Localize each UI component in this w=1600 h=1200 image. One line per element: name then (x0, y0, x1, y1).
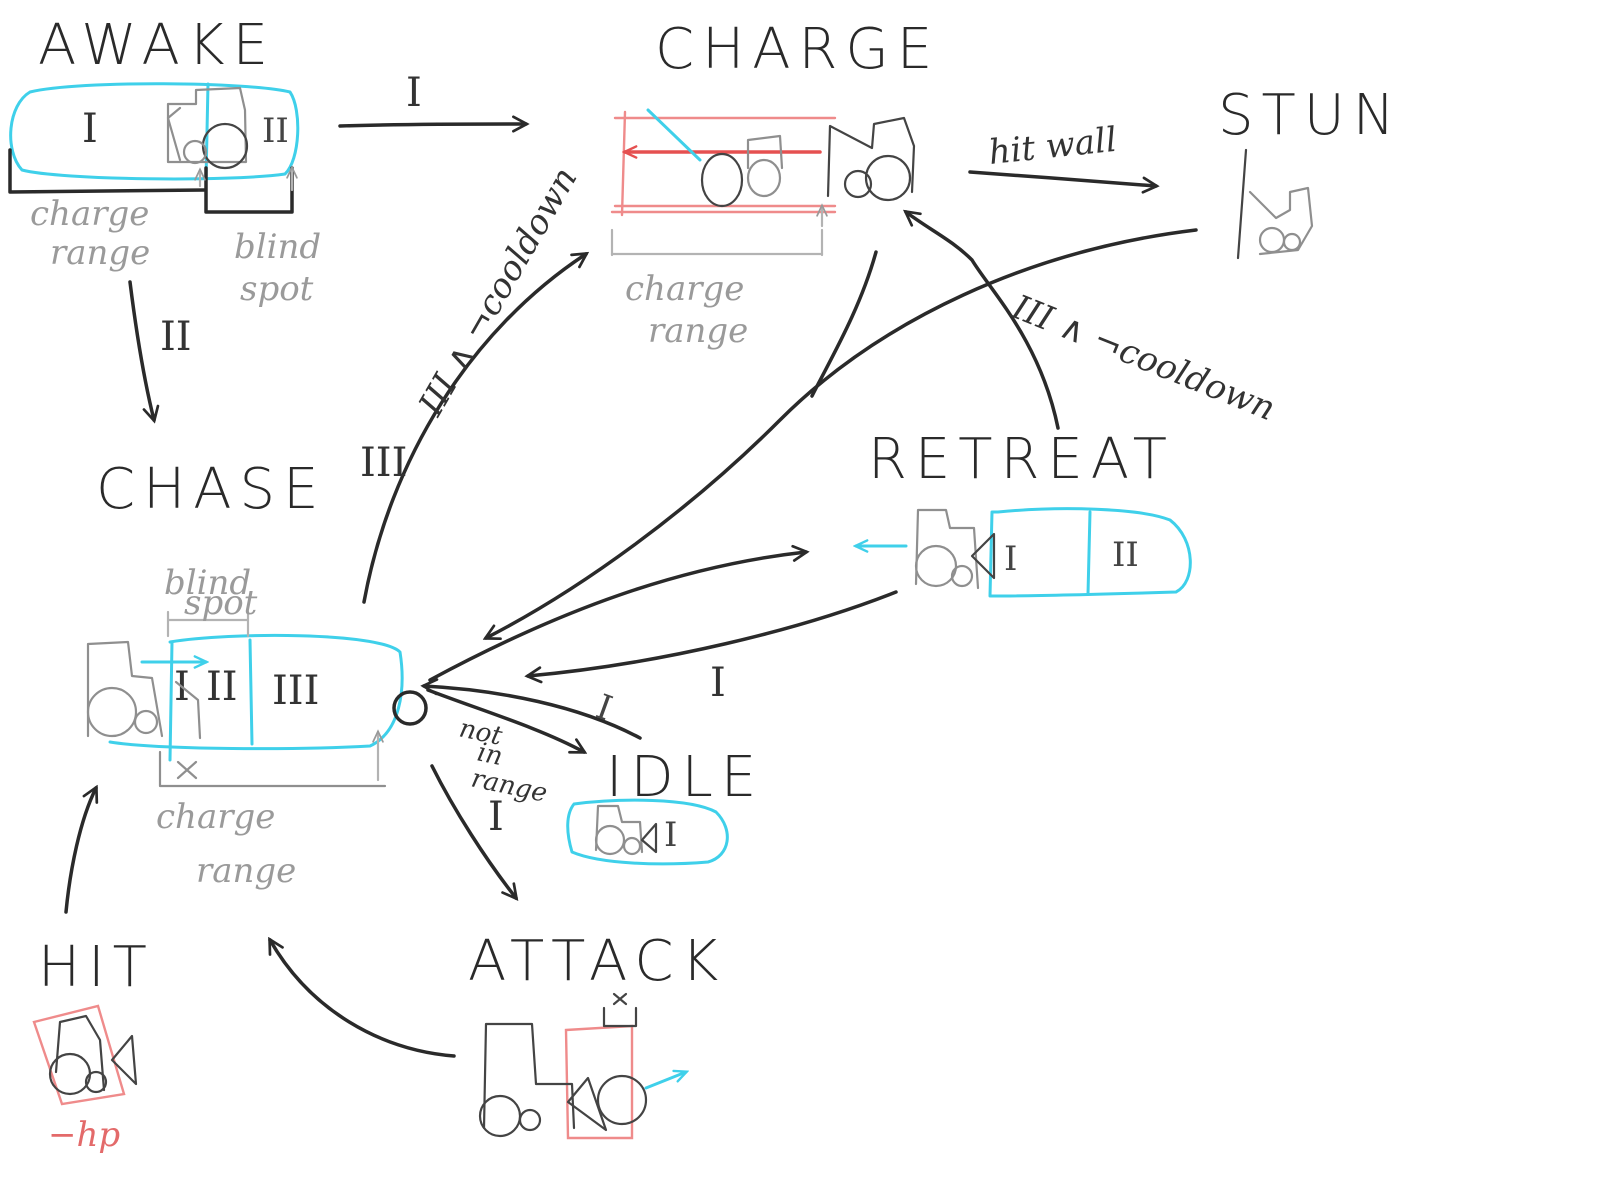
state-idle: IDLE I (566, 745, 756, 866)
transition-cooldown-left-label: III ∧ ¬cooldown (411, 161, 586, 424)
chase-hub-node (392, 690, 428, 726)
transition-chase-to-retreat (428, 552, 806, 682)
chase-blind-spot-bracket (166, 610, 250, 638)
awake-blind-spot-line1: blind (234, 227, 321, 267)
awake-truck-icon (166, 86, 249, 170)
hit-truck-icon (48, 1014, 138, 1096)
attack-direction-arrow (644, 1072, 686, 1090)
chase-blind-spot-cross-icon (176, 760, 198, 780)
transition-chase-to-charge-label: III (360, 440, 407, 486)
retreat-zone-two: II (1112, 535, 1139, 575)
state-stun: STUN (1218, 83, 1403, 260)
hit-hitbox (32, 1004, 126, 1106)
transition-cooldown-right-label: III ∧ ¬cooldown (1006, 287, 1281, 429)
state-hit: HIT −hp (32, 935, 155, 1155)
transition-awake-to-chase: II (128, 280, 192, 420)
transition-retreat-to-charge: III ∧ ¬cooldown (906, 212, 1281, 430)
chase-zone-two: II (206, 664, 238, 710)
transition-not-in-range-line3: range (469, 764, 550, 809)
state-attack-label: ATTACK (468, 929, 726, 994)
stun-truck-icon (1236, 148, 1314, 260)
chase-charge-range-line2: range (196, 851, 296, 891)
transition-awake-to-charge-label: I (406, 70, 422, 116)
state-hit-label: HIT (38, 935, 155, 1000)
transition-retreat-to-chase: I (528, 590, 898, 706)
state-chase-label: CHASE (96, 457, 326, 522)
transition-chase-to-idle-label: I (591, 687, 617, 729)
state-retreat-label: RETREAT (868, 427, 1175, 492)
state-charge: CHARGE charge range (610, 17, 940, 351)
transition-hit-wall-label: hit wall (987, 120, 1119, 173)
retreat-detection-zone (988, 507, 1192, 598)
transition-awake-to-charge: I (338, 70, 526, 126)
state-awake: AWAKE I II charge range blind spot (8, 13, 321, 309)
idle-truck-icon (594, 804, 658, 856)
attack-hitbox (564, 1024, 634, 1140)
transition-awake-to-chase-label: II (160, 314, 192, 360)
transition-idle-to-chase: I (424, 686, 642, 740)
charge-hitbox-lines (610, 110, 837, 217)
state-chase: CHASE I II III blind spot charge range (86, 457, 428, 891)
awake-charge-range-line2: range (50, 233, 150, 273)
charge-truck-icon (826, 116, 916, 202)
transition-chase-to-attack: I (430, 764, 516, 898)
awake-detection-zone (9, 82, 300, 181)
idle-detection-zone (566, 798, 729, 866)
chase-zone-three: III (272, 668, 319, 714)
charge-charge-range-line2: range (648, 311, 748, 351)
chase-charge-range-line1: charge (156, 797, 275, 837)
transition-hit-to-chase (64, 788, 96, 914)
transition-chase-to-charge: III III ∧ ¬cooldown (360, 161, 586, 604)
state-awake-label: AWAKE (38, 13, 276, 78)
awake-blind-spot-line2: spot (240, 269, 314, 309)
idle-zone-one: I (664, 815, 677, 855)
chase-detection-zone (108, 633, 404, 751)
awake-charge-range-line1: charge (30, 194, 149, 234)
charge-charge-range-line1: charge (625, 269, 744, 309)
chase-blind-spot-line2: spot (184, 583, 258, 623)
transition-charge-to-stun: hit wall (968, 120, 1156, 186)
state-stun-label: STUN (1218, 83, 1403, 148)
transition-attack-to-hit (270, 940, 456, 1058)
charge-cyan-stroke (646, 108, 702, 162)
state-retreat: RETREAT I II (856, 427, 1192, 598)
chase-blind-spot-line1: blind (164, 563, 251, 603)
attack-cross-icon (612, 992, 628, 1006)
chase-charge-range-bracket (158, 750, 387, 788)
awake-charge-range-bracket (8, 148, 207, 194)
awake-zone-two: II (262, 111, 289, 151)
transition-chase-to-attack-label: I (488, 794, 504, 840)
hit-hp-label: −hp (48, 1115, 120, 1155)
attack-truck-icon (478, 1022, 648, 1138)
retreat-truck-icon (914, 508, 996, 590)
attack-range-bracket (602, 1006, 638, 1028)
retreat-zone-one: I (1004, 539, 1017, 579)
charge-ghost-truck-icon (700, 134, 784, 208)
state-attack: ATTACK (468, 929, 726, 1140)
transition-retreat-to-chase-label: I (710, 660, 726, 706)
awake-zone-one: I (82, 106, 98, 152)
state-charge-label: CHARGE (655, 17, 940, 82)
transition-not-in-range-line2: in (475, 738, 506, 773)
chase-truck-icon (86, 640, 202, 740)
transition-charge-to-chase (486, 228, 1198, 638)
